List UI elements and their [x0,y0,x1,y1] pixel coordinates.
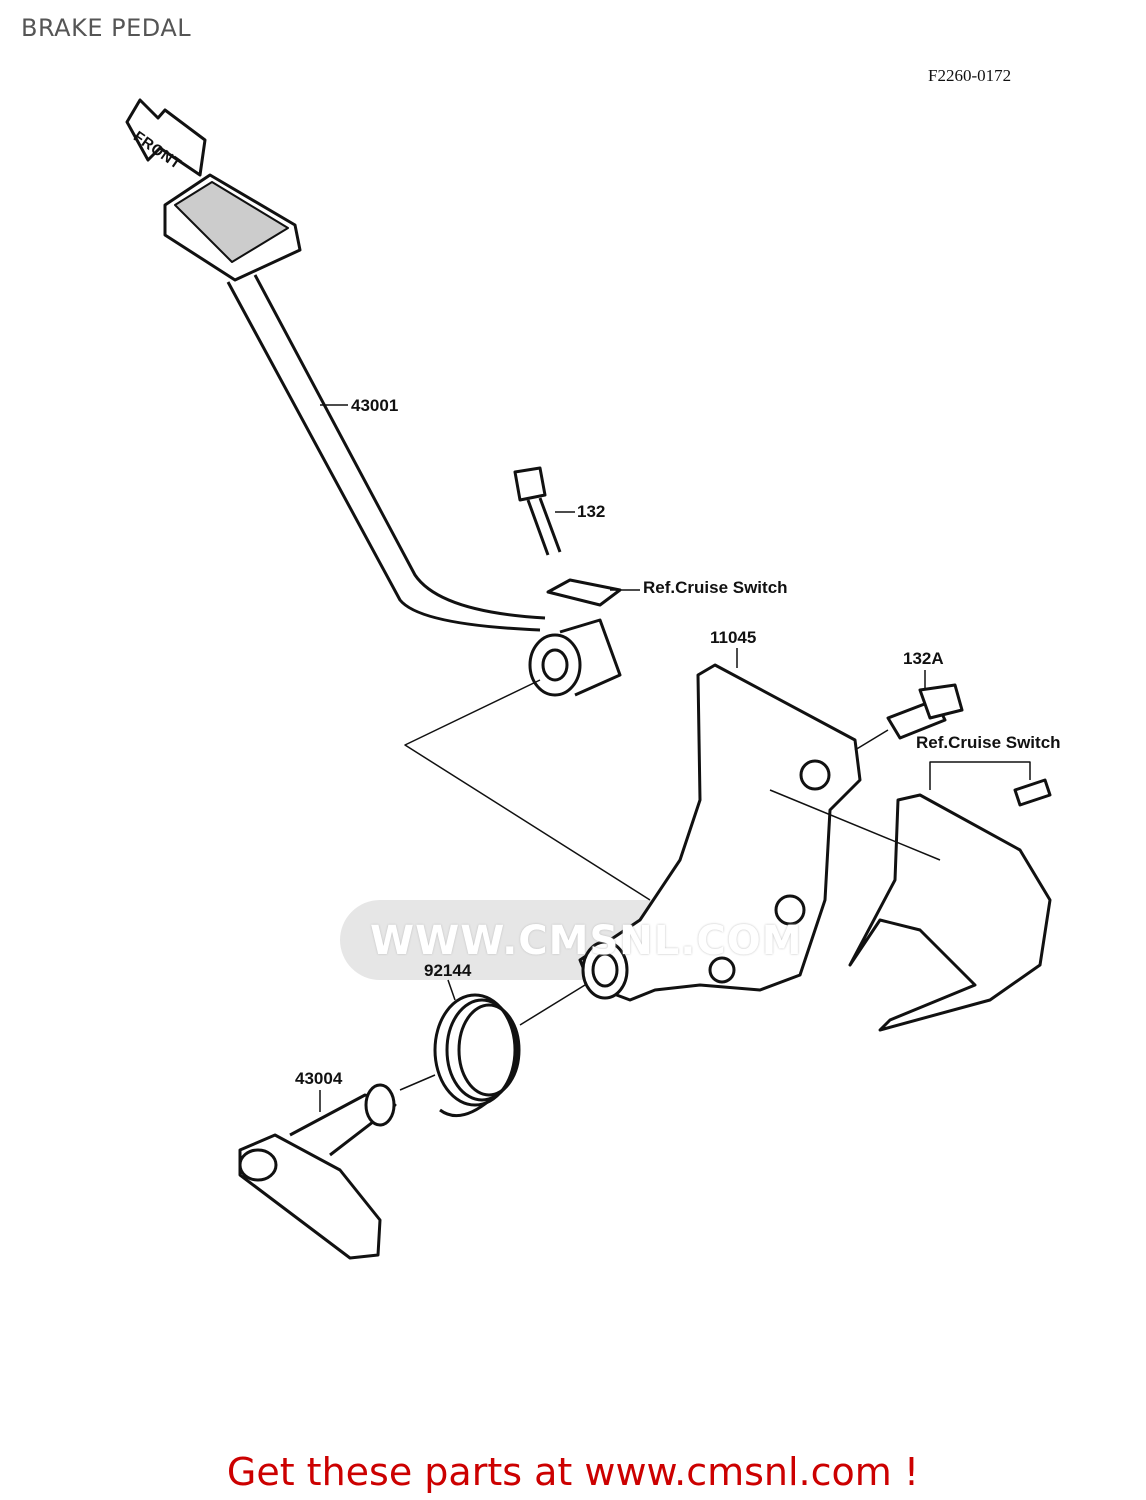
callout-132a: 132A [903,649,944,668]
page-title: BRAKE PEDAL [21,14,192,42]
switch-cover[interactable] [848,793,1052,1032]
brake-pedal-43001[interactable] [163,173,622,697]
bracket-11045[interactable] [578,663,862,1002]
callout-cruise-switch-2: Ref.Cruise Switch [916,733,1061,752]
bolt-132a[interactable] [886,683,964,740]
diagram-code: F2260-0172 [928,66,1012,85]
callout-92144: 92144 [424,961,472,980]
shaft-43004[interactable] [238,1083,397,1260]
screw [1013,778,1052,807]
callout-132: 132 [577,502,606,521]
callout-cruise-switch-1: Ref.Cruise Switch [643,578,788,597]
cruise-switch-plate [546,578,622,607]
callout-43004: 43004 [295,1069,343,1088]
spring-92144[interactable] [433,993,521,1118]
leader-lines [319,404,1031,1112]
callout-43001: 43001 [351,396,399,415]
callout-11045: 11045 [710,628,757,647]
front-arrow-icon [125,98,207,177]
cta-link[interactable]: Get these parts at www.cmsnl.com ! [226,1450,920,1494]
bolt-132[interactable] [513,466,562,556]
